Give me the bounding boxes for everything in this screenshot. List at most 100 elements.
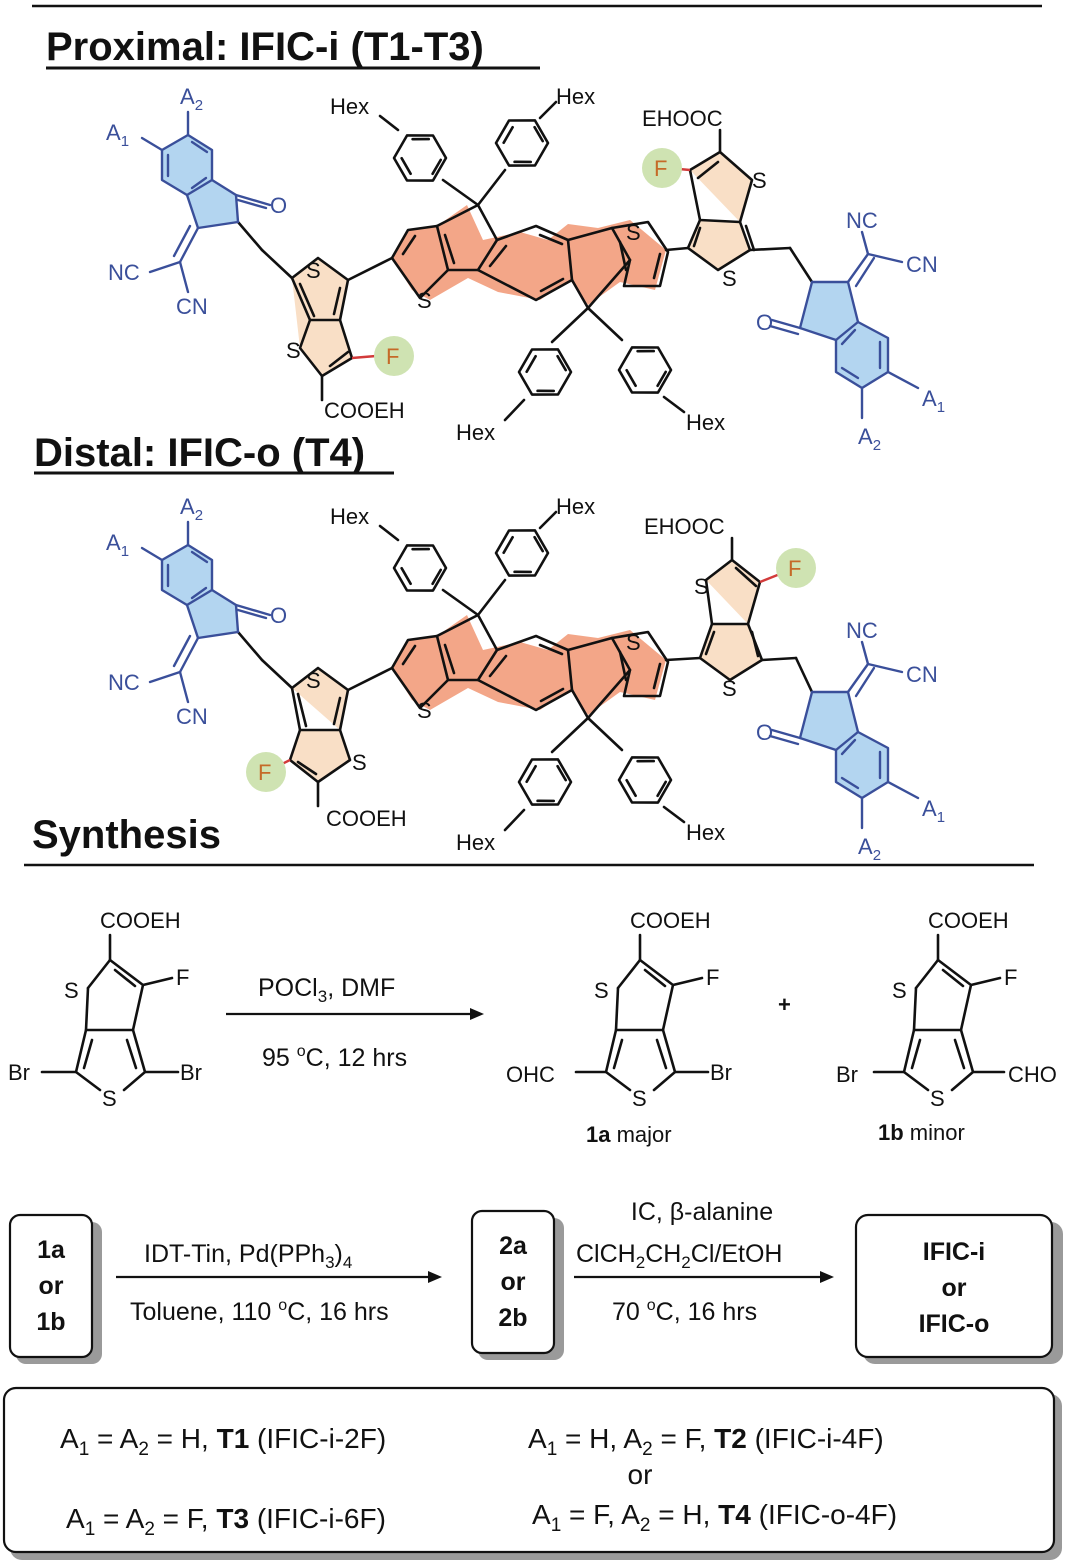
nc-label: NC	[108, 260, 140, 285]
fluorine-highlight	[642, 148, 682, 188]
ester-label: COOEH	[100, 908, 181, 933]
a1-label: A1	[922, 796, 945, 826]
svg-text:IFIC-o: IFIC-o	[919, 1310, 990, 1338]
fluorine-highlight	[374, 336, 414, 376]
product-1a: COOEH F S S OHC Br 1a major	[506, 908, 732, 1147]
cn-label: CN	[176, 294, 208, 319]
oxygen-label: O	[756, 720, 773, 745]
distal-title: Distal: IFIC-o (T4)	[34, 431, 365, 475]
legend-t3: A1 = A2 = F, T3 (IFIC-i-6F)	[66, 1503, 386, 1540]
fluorine-label: F	[706, 965, 719, 990]
core-sulfur-right: S	[626, 630, 641, 655]
thienothiophene-left: S S COOEH F	[286, 256, 414, 423]
plus-sign: +	[778, 992, 791, 1017]
step3-solvent: ClCH2CH2Cl/EtOH	[576, 1240, 782, 1272]
step3-reagent: IC, β-alanine	[631, 1198, 773, 1226]
hex-label: Hex	[556, 84, 595, 109]
box-ific-products: IFIC-i or IFIC-o	[854, 1213, 1063, 1364]
end-group-right: O NC CN A1 A2	[756, 208, 945, 454]
step1-reagent: POCl3, DMF	[258, 974, 395, 1006]
ester-label: EHOOC	[642, 106, 723, 131]
proximal-molecule: S S Hex Hex Hex Hex S S	[106, 84, 945, 454]
bromine-label: Br	[836, 1062, 858, 1087]
cn-label: CN	[906, 662, 938, 687]
idt-core: S S	[390, 203, 670, 313]
box-1a-or-1b: 1a or 1b	[8, 1213, 102, 1364]
fluorine-label: F	[386, 344, 399, 369]
fluorine-highlight	[246, 752, 286, 792]
thienothiophene-right: S S EHOOC F	[642, 106, 767, 291]
box-2a-or-2b: 2a or 2b	[470, 1209, 564, 1360]
sulfur-label: S	[306, 668, 321, 693]
oxygen-label: O	[270, 603, 287, 628]
ester-label: COOEH	[324, 398, 405, 423]
sulfur-label: S	[352, 750, 367, 775]
a2-label: A2	[858, 424, 881, 454]
svg-text:1a: 1a	[37, 1236, 66, 1264]
sulfur-label: S	[632, 1086, 647, 1111]
distal-molecule: S S Hex Hex Hex Hex S S COOE	[106, 494, 945, 864]
sulfur-label: S	[594, 978, 609, 1003]
sulfur-label: S	[694, 574, 709, 599]
cn-label: CN	[176, 704, 208, 729]
end-group-left: O NC CN A1 A2	[106, 84, 287, 319]
a2-label: A2	[180, 494, 203, 524]
svg-text:2b: 2b	[498, 1304, 527, 1332]
end-group-right: O NC CN A1 A2	[756, 618, 945, 864]
starting-material: COOEH F S S Br Br	[8, 908, 202, 1111]
legend-t2: A1 = H, A2 = F, T2 (IFIC-i-4F)	[528, 1423, 884, 1460]
end-group-left: O NC CN A1 A2	[106, 494, 287, 729]
svg-text:or: or	[942, 1274, 967, 1302]
hex-label: Hex	[556, 494, 595, 519]
core-sulfur-left: S	[417, 288, 432, 313]
legend-or: or	[628, 1459, 653, 1490]
fluorine-label: F	[788, 556, 801, 581]
legend-t1: A1 = A2 = H, T1 (IFIC-i-2F)	[60, 1423, 386, 1460]
a1-label: A1	[106, 120, 129, 150]
hex-label: Hex	[456, 830, 495, 855]
reaction-arrow-step1: POCl3, DMF 95 oC, 12 hrs	[226, 974, 484, 1072]
legend-t4: A1 = F, A2 = H, T4 (IFIC-o-4F)	[532, 1499, 897, 1536]
hex-label: Hex	[456, 420, 495, 445]
product-1b: COOEH F S S Br CHO 1b minor	[836, 908, 1057, 1145]
proximal-title: Proximal: IFIC-i (T1-T3)	[46, 25, 484, 69]
bromine-label: Br	[710, 1060, 732, 1085]
hex-label: Hex	[330, 94, 369, 119]
step3-conditions: 70 oC, 16 hrs	[612, 1297, 757, 1326]
sulfur-label: S	[930, 1086, 945, 1111]
idt-core: S S	[390, 613, 670, 723]
aldehyde-label: CHO	[1008, 1062, 1057, 1087]
sulfur-label: S	[892, 978, 907, 1003]
core-sulfur-left: S	[417, 698, 432, 723]
thienothiophene-left: S S COOEH F	[246, 666, 407, 831]
step2-conditions: Toluene, 110 oC, 16 hrs	[130, 1297, 389, 1326]
fluorine-label: F	[258, 760, 271, 785]
bromine-label: Br	[8, 1060, 30, 1085]
svg-text:2a: 2a	[499, 1232, 528, 1260]
step1-conditions: 95 oC, 12 hrs	[262, 1043, 407, 1072]
sulfur-label: S	[306, 258, 321, 283]
svg-text:or: or	[39, 1272, 64, 1300]
nc-label: NC	[108, 670, 140, 695]
ester-label: COOEH	[928, 908, 1009, 933]
svg-text:or: or	[501, 1268, 526, 1296]
sulfur-label: S	[752, 168, 767, 193]
a1-label: A1	[922, 386, 945, 416]
a1-label: A1	[106, 530, 129, 560]
core-sulfur-right: S	[626, 220, 641, 245]
fluorine-label: F	[176, 965, 189, 990]
step2-reagent: IDT-Tin, Pd(PPh3)4	[144, 1240, 352, 1272]
hex-label: Hex	[686, 820, 725, 845]
aldehyde-label: OHC	[506, 1062, 555, 1087]
svg-text:1b: 1b	[36, 1308, 65, 1336]
hex-label: Hex	[330, 504, 369, 529]
ester-label: COOEH	[630, 908, 711, 933]
substituent-legend: A1 = A2 = H, T1 (IFIC-i-2F) A1 = H, A2 =…	[2, 1386, 1062, 1560]
reaction-arrow-step2: IDT-Tin, Pd(PPh3)4 Toluene, 110 oC, 16 h…	[116, 1240, 442, 1326]
oxygen-label: O	[270, 193, 287, 218]
ester-label: EHOOC	[644, 514, 725, 539]
a2-label: A2	[858, 834, 881, 864]
ester-label: COOEH	[326, 806, 407, 831]
a2-label: A2	[180, 84, 203, 114]
